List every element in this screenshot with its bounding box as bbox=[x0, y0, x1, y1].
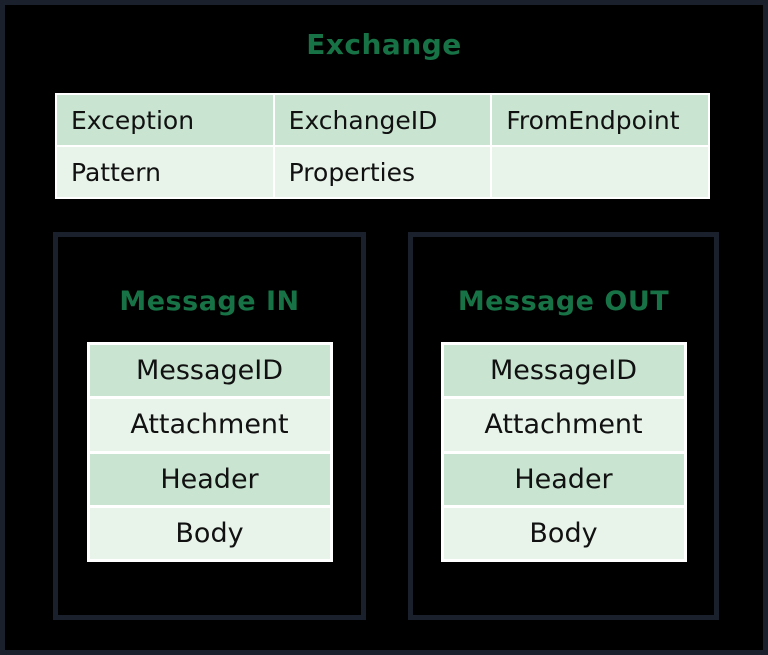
exchange-cell-fromendpoint: FromEndpoint bbox=[492, 95, 708, 145]
message-in-title: Message IN bbox=[119, 286, 300, 317]
message-in-cell-body: Body bbox=[89, 507, 330, 559]
message-in-cell-header: Header bbox=[89, 453, 330, 505]
message-out-cell-body: Body bbox=[443, 507, 684, 559]
message-out-cell-attachment: Attachment bbox=[443, 399, 684, 451]
message-out-cell-header: Header bbox=[443, 453, 684, 505]
message-out-table: MessageID Attachment Header Body bbox=[440, 342, 687, 562]
message-out-title: Message OUT bbox=[457, 286, 670, 317]
exchange-cell-exchangeid: ExchangeID bbox=[274, 95, 491, 145]
exchange-properties-table: Exception ExchangeID FromEndpoint Patter… bbox=[55, 93, 710, 199]
message-out-cell-messageid: MessageID bbox=[443, 345, 684, 397]
message-in-table: MessageID Attachment Header Body bbox=[86, 342, 333, 562]
exchange-cell-pattern: Pattern bbox=[57, 147, 273, 197]
message-in-cell-attachment: Attachment bbox=[89, 399, 330, 451]
message-in-box: Message IN MessageID Attachment Header B… bbox=[53, 232, 366, 620]
exchange-cell-empty bbox=[492, 147, 708, 197]
exchange-cell-properties: Properties bbox=[274, 147, 491, 197]
message-in-cell-messageid: MessageID bbox=[89, 345, 330, 397]
message-out-box: Message OUT MessageID Attachment Header … bbox=[408, 232, 719, 620]
exchange-cell-exception: Exception bbox=[57, 95, 273, 145]
exchange-title: Exchange bbox=[306, 28, 462, 61]
